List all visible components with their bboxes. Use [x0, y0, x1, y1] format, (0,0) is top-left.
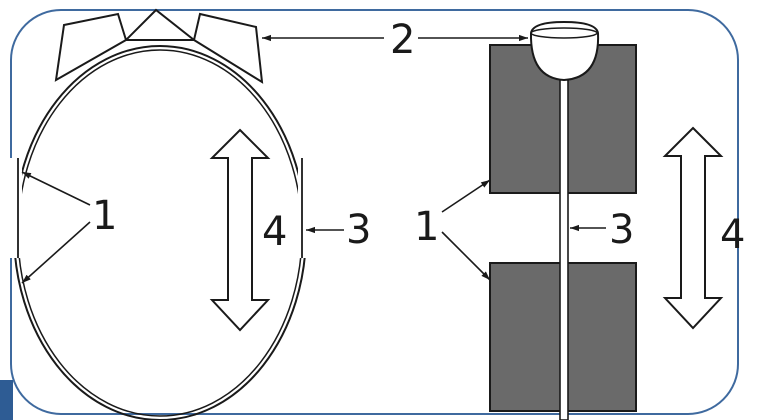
crucible: [529, 20, 600, 82]
wire: [559, 69, 569, 420]
callout-1-left: 1: [92, 193, 117, 239]
leader-1-lower-left: [21, 221, 91, 284]
stacked-blocks: [489, 20, 637, 420]
double-arrow-left: [209, 128, 271, 332]
callout-2-top: 2: [390, 17, 415, 63]
leader-1-lower-right: [441, 231, 491, 281]
leader-1-upper-right: [441, 179, 491, 213]
coil-inner-ring: [17, 49, 303, 417]
pole-shoe-left: [54, 12, 128, 82]
pole-shoe-center: [123, 8, 197, 41]
pole-shoes: [54, 8, 264, 84]
corner-tab: [0, 380, 13, 420]
leader-1-upper-left: [21, 171, 91, 206]
callout-4-left: 4: [262, 209, 287, 255]
callout-3-left: 3: [346, 207, 371, 253]
callout-4-right: 4: [720, 212, 745, 258]
pole-shoe-right: [192, 12, 264, 84]
double-arrow-right: [662, 126, 724, 330]
callout-1-right: 1: [414, 204, 439, 250]
callout-3-right: 3: [609, 207, 634, 253]
